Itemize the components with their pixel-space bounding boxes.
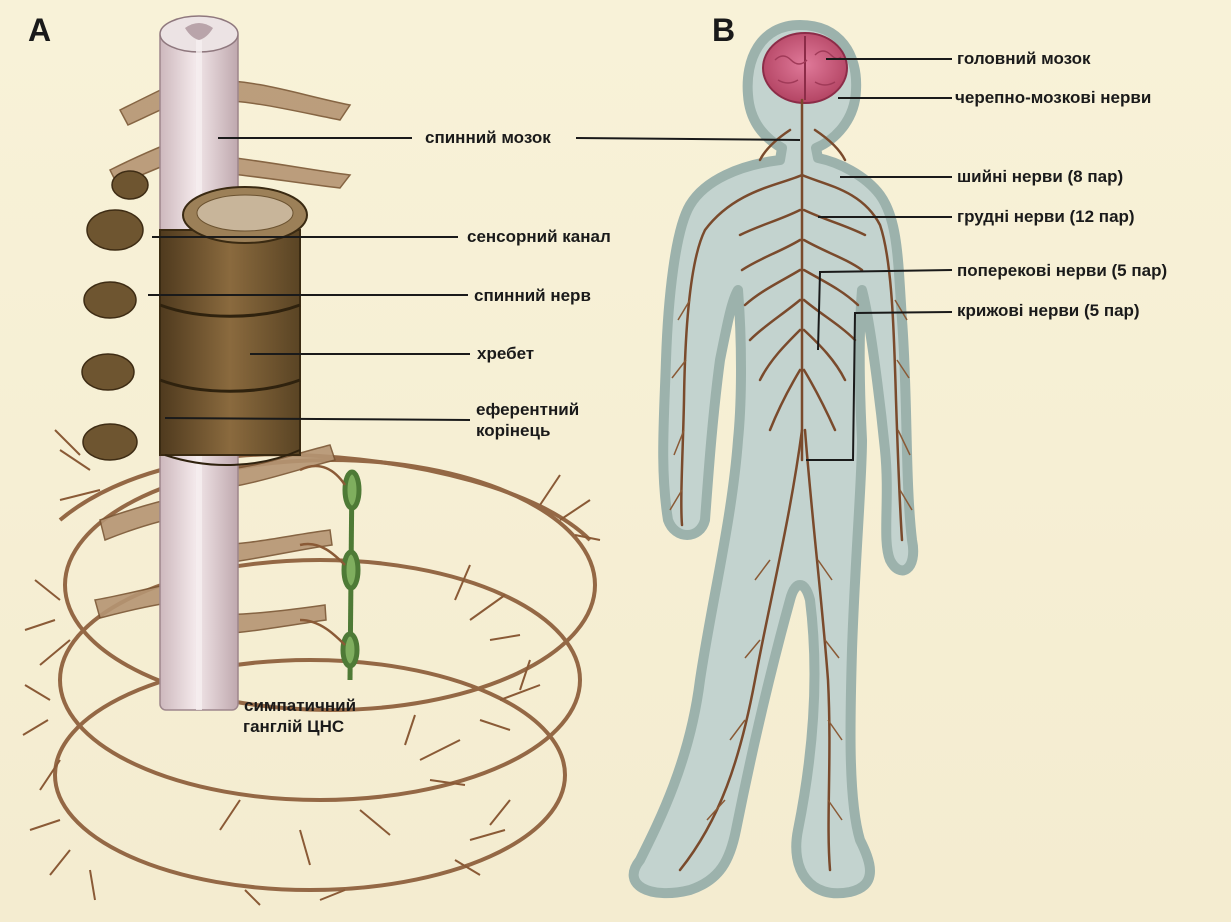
label-cervical-nerves: шийні нерви (8 пар)	[957, 167, 1124, 186]
panel-a-illustration	[22, 15, 601, 906]
sympathetic-ganglion-chain	[340, 469, 362, 681]
label-spinal-nerve: спинний нерв	[474, 286, 591, 305]
label-sensory-canal: сенсорний канал	[467, 227, 611, 246]
label-spine: хребет	[477, 344, 535, 363]
body-silhouette	[628, 20, 919, 899]
panel-label-b: B	[712, 12, 736, 48]
label-spinal-cord: спинний мозок	[425, 128, 551, 147]
vertebral-body	[159, 186, 308, 466]
label-ganglion-line2: ганглій ЦНС	[243, 717, 345, 736]
limb-nerve-branches	[669, 299, 913, 821]
nerve-branches	[22, 429, 601, 906]
label-cranial-nerves: черепно-мозкові нерви	[955, 88, 1152, 107]
label-lumbar-nerves: поперекові нерви (5 пар)	[957, 261, 1168, 280]
vertebral-processes	[81, 170, 149, 461]
brain	[762, 32, 848, 104]
label-ganglion-line1: симпатичний	[244, 696, 357, 715]
ganglion-connectors	[299, 464, 347, 646]
panel-b-illustration	[628, 20, 919, 899]
leader-lines-panel-b	[575, 58, 953, 461]
label-efferent-root-line1: еферентний	[476, 400, 580, 419]
label-thoracic-nerves: грудні нерви (12 пар)	[957, 207, 1135, 226]
label-brain: головний мозок	[957, 49, 1091, 68]
label-sacral-nerves: крижові нерви (5 пар)	[957, 301, 1140, 320]
leader-lines-panel-a	[148, 137, 471, 421]
panel-label-a: A	[28, 12, 52, 48]
nerve-network	[678, 98, 904, 872]
label-efferent-root-line2: корінець	[476, 421, 551, 440]
